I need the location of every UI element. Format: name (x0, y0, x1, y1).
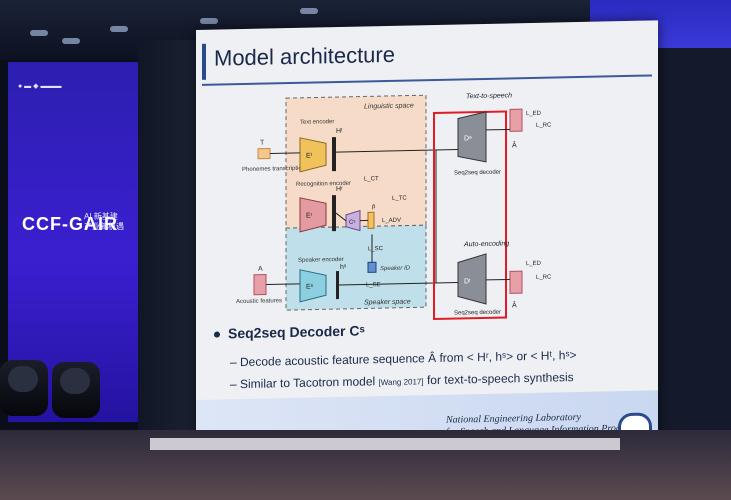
l-ct-label: L_CT (364, 176, 379, 182)
stage-pillar (138, 40, 200, 430)
block-et-label: Eᵗ (306, 153, 313, 160)
l-se-label: L_SE (366, 282, 381, 288)
bullet-citation: [Wang 2017] (378, 377, 424, 388)
l-adv-label: L_ADV (382, 218, 401, 224)
block-er-label: Eʳ (306, 213, 313, 220)
block-cs-label: Cˢ (349, 220, 355, 226)
decoder-bottom-block (457, 253, 487, 305)
speaker-id-label: Speaker ID (380, 266, 411, 273)
p-hat-block (367, 211, 375, 229)
l-tc-label: L_TC (392, 196, 407, 202)
ceiling-light (200, 18, 218, 24)
text-encoder-block (299, 137, 327, 173)
hs-bar (336, 271, 339, 300)
bullet-dash: – (230, 355, 241, 370)
speaker-id-block (367, 261, 377, 273)
output-top-features (509, 108, 523, 132)
connector-lines (266, 149, 458, 286)
bottom-output-connector (486, 278, 510, 281)
architecture-diagram: Linguistic space Speaker space T Phoneme… (236, 92, 552, 321)
ceiling-light (110, 26, 128, 32)
stage-floor-light (150, 438, 620, 450)
bullet-main: Seq2seq Decoder Cˢ (214, 322, 365, 341)
input-a-label: A (258, 266, 263, 273)
stage-spotlight-left (0, 360, 48, 416)
spotlight-lens (8, 366, 38, 392)
bullet-dash: – (230, 377, 241, 392)
event-subtitle: AI 新基建 产业新机遇 (84, 212, 124, 232)
input-t-label: T (260, 140, 265, 147)
auto-encoding-label: Auto-encoding (463, 240, 509, 248)
speaker-space-label: Speaker space (364, 299, 411, 307)
event-title: CCF-GAIR (22, 214, 118, 234)
bullet-main-text: Seq2seq Decoder Cˢ (228, 322, 365, 342)
ht-label: Hᵗ (336, 128, 343, 135)
right-wall (656, 48, 731, 448)
presentation-slide: Model architecture Linguistic space Spea… (196, 20, 658, 472)
bullet-sub-1-text: Decode acoustic feature sequence Â from … (240, 348, 577, 370)
acoustic-features-label: Acoustic features (236, 298, 282, 305)
text-encoder-label: Text encoder (300, 119, 334, 126)
bullet-sub-1: – Decode acoustic feature sequence Â fro… (230, 348, 577, 369)
phonemes-label: Phonemes transcriptions (242, 166, 308, 173)
event-subtitle-line2: 产业新机遇 (84, 222, 124, 231)
p-hat-label: p̂ (372, 204, 376, 210)
ht-bar (332, 137, 336, 172)
bullet-sub-2-tail: for text-to-speech synthesis (426, 370, 574, 388)
bullet-dot (214, 331, 220, 338)
recognition-encoder-label: Recognition encoder (296, 181, 351, 188)
l-sc-label: L_SC (368, 246, 384, 252)
seq2seq-decoder-bottom-label: Seq2seq decoder (454, 310, 501, 317)
block-da-label: Dᵃ (464, 135, 472, 142)
speaker-encoder-label: Speaker encoder (298, 257, 344, 264)
ceiling-light (62, 38, 80, 44)
bullet-sub-2: – Similar to Tacotron model [Wang 2017] … (230, 370, 574, 391)
l-ed-bottom-label: L_ED (526, 261, 542, 267)
seq2seq-decoder-top-label: Seq2seq decoder (454, 170, 501, 177)
slide-title: Model architecture (214, 41, 395, 71)
cs-classifier-block (345, 209, 361, 232)
block-es-label: Eˢ (306, 284, 314, 291)
a-hat-bottom-label: Â (512, 300, 517, 309)
ceiling-light (300, 8, 318, 14)
hr-bar (332, 195, 336, 232)
l-ed-top-label: L_ED (526, 111, 542, 117)
text-to-speech-label: Text-to-speech (466, 92, 512, 100)
decoder-top-block (457, 111, 487, 163)
l-rc-top-label: L_RC (536, 123, 552, 129)
acoustic-input (253, 274, 267, 296)
recognition-encoder-block (299, 197, 327, 233)
block-dt-label: Dᵗ (464, 278, 471, 285)
sponsor-logos: ● ▬ ◆ ▬▬▬ (18, 83, 62, 90)
a-hat-top-label: Â (512, 140, 517, 149)
linguistic-space-label: Linguistic space (364, 102, 414, 110)
hr-label: Hʳ (336, 186, 343, 193)
decoder-highlight-box (433, 110, 507, 321)
speaker-encoder-block (299, 269, 327, 303)
spotlight-lens (60, 368, 90, 394)
ceiling-light (30, 30, 48, 36)
bullet-sub-2-text: Similar to Tacotron model (240, 374, 376, 392)
hs-label: hˢ (340, 264, 347, 271)
top-output-connector (486, 128, 510, 131)
title-accent (202, 43, 206, 80)
event-subtitle-line1: AI 新基建 (84, 212, 118, 221)
stage-spotlight-right (52, 362, 100, 418)
phoneme-input (257, 147, 271, 160)
output-bottom-features (509, 270, 523, 294)
l-rc-bottom-label: L_RC (536, 275, 552, 281)
